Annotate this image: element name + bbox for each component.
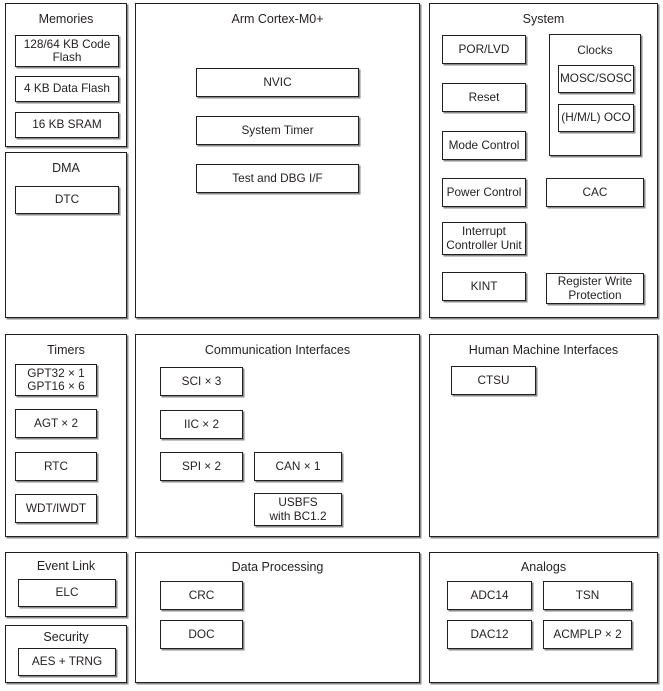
panel-memories: Memories 128/64 KB Code Flash 4 KB Data … <box>5 3 127 147</box>
block-iic: IIC × 2 <box>160 410 243 439</box>
panel-data-processing: Data Processing CRC DOC <box>135 552 420 683</box>
block-por-lvd: POR/LVD <box>442 35 526 64</box>
panel-security: Security AES + TRNG <box>5 625 127 683</box>
panel-analogs: Analogs ADC14 TSN DAC12 ACMPLP × 2 <box>429 552 658 683</box>
panel-title-data-processing: Data Processing <box>231 560 324 574</box>
block-usbfs: USBFS with BC1.2 <box>254 493 342 526</box>
block-doc: DOC <box>160 620 243 649</box>
panel-title-analogs: Analogs <box>520 560 567 574</box>
panel-title-dma: DMA <box>52 161 80 175</box>
block-aes-trng: AES + TRNG <box>18 648 116 676</box>
block-tsn: TSN <box>543 581 632 610</box>
block-test-dbg-if: Test and DBG I/F <box>196 164 359 193</box>
block-reset: Reset <box>442 83 526 112</box>
block-adc14: ADC14 <box>447 581 532 610</box>
block-rtc: RTC <box>15 452 97 481</box>
block-nvic: NVIC <box>196 68 359 97</box>
panel-title-event-link: Event Link <box>36 559 96 573</box>
block-mode-control: Mode Control <box>442 131 526 160</box>
block-sram: 16 KB SRAM <box>15 112 119 138</box>
block-dac12: DAC12 <box>447 620 532 649</box>
panel-cpu: Arm Cortex-M0+ NVIC System Timer Test an… <box>135 3 420 318</box>
block-system-timer: System Timer <box>196 116 359 145</box>
block-gpt: GPT32 × 1 GPT16 × 6 <box>15 364 97 396</box>
block-acmplp: ACMPLP × 2 <box>543 620 632 649</box>
block-ctsu: CTSU <box>451 366 536 395</box>
panel-title-timers: Timers <box>47 343 85 357</box>
block-kint: KINT <box>442 272 526 301</box>
panel-system: System POR/LVD Reset Mode Control Power … <box>429 3 658 318</box>
block-power-control: Power Control <box>442 178 526 207</box>
block-register-write-protection: Register Write Protection <box>546 273 644 304</box>
block-mosc-sosc: MOSC/SOSC <box>558 65 634 93</box>
panel-communication-interfaces: Communication Interfaces SCI × 3 IIC × 2… <box>135 334 420 537</box>
block-spi: SPI × 2 <box>160 452 243 481</box>
subpanel-clocks: Clocks MOSC/SOSC (H/M/L) OCO <box>549 34 641 156</box>
panel-title-communication-interfaces: Communication Interfaces <box>204 343 351 357</box>
block-oco: (H/M/L) OCO <box>558 104 634 132</box>
block-sci: SCI × 3 <box>160 367 243 396</box>
panel-title-memories: Memories <box>38 12 94 26</box>
block-crc: CRC <box>160 581 243 610</box>
block-dtc: DTC <box>15 186 119 214</box>
panel-dma: DMA DTC <box>5 152 127 318</box>
block-cac: CAC <box>546 178 644 207</box>
panel-title-human-machine-interfaces: Human Machine Interfaces <box>468 343 619 357</box>
panel-human-machine-interfaces: Human Machine Interfaces CTSU <box>429 334 658 537</box>
panel-timers: Timers GPT32 × 1 GPT16 × 6 AGT × 2 RTC W… <box>5 334 127 537</box>
block-agt: AGT × 2 <box>15 409 97 438</box>
block-data-flash: 4 KB Data Flash <box>15 76 119 102</box>
block-elc: ELC <box>18 579 116 607</box>
panel-title-cpu: Arm Cortex-M0+ <box>231 12 324 26</box>
block-code-flash: 128/64 KB Code Flash <box>15 35 119 67</box>
subpanel-title-clocks: Clocks <box>577 43 613 57</box>
block-can: CAN × 1 <box>254 452 342 481</box>
block-interrupt-controller-unit: Interrupt Controller Unit <box>442 222 526 255</box>
panel-title-security: Security <box>43 630 89 644</box>
panel-event-link: Event Link ELC <box>5 552 127 617</box>
block-wdt-iwdt: WDT/IWDT <box>15 494 97 523</box>
panel-title-system: System <box>522 12 565 26</box>
